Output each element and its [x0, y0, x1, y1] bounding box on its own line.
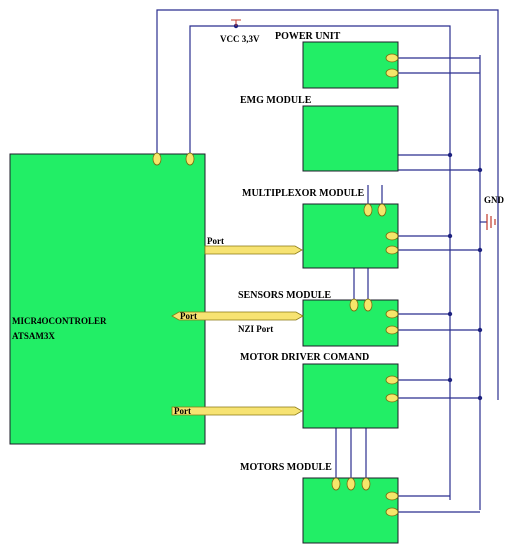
port-sensors-arrow: Port NZI Port [171, 311, 304, 334]
port-arrow-bidirectional [171, 311, 304, 321]
sensors-pin-top1 [349, 298, 359, 312]
sensors-pin-right2 [385, 325, 399, 335]
port-driver-label: Port [174, 406, 191, 416]
sensors-pin-right1 [385, 309, 399, 319]
port-driver-arrow: Port [171, 406, 303, 416]
module-power-unit: POWER UNIT [275, 31, 399, 89]
junction-emg-vcc [447, 152, 453, 158]
multiplexor-pin-right2 [385, 245, 399, 255]
junction-sensors-gnd [477, 327, 483, 333]
motor-driver-pin1 [385, 375, 399, 385]
junction-mux-vcc [447, 233, 453, 239]
motor-driver-box [302, 363, 399, 429]
multiplexor-label: MULTIPLEXOR MODULE [242, 188, 364, 199]
multiplexor-pin-top1 [363, 203, 373, 217]
vcc-icon [231, 19, 241, 26]
sensors-pin-top2 [363, 298, 373, 312]
module-motors: MOTORS MODULE [240, 462, 399, 544]
port-arrow-right-2 [171, 406, 303, 416]
motors-label: MOTORS MODULE [240, 462, 332, 473]
vcc-label: VCC 3,3V [220, 34, 260, 44]
sensors-label: SENSORS MODULE [238, 290, 331, 301]
power-unit-pin2 [385, 68, 399, 78]
port-sensors-note: NZI Port [238, 324, 273, 334]
motors-pin-right2 [385, 507, 399, 517]
multiplexor-pin-top2 [377, 203, 387, 217]
junction-driver-gnd [477, 395, 483, 401]
microcontroller-box [9, 153, 206, 445]
module-sensors: SENSORS MODULE [238, 290, 399, 347]
port-sensors-label: Port [180, 311, 197, 321]
junction-driver-vcc [447, 377, 453, 383]
gnd-label: GND [484, 195, 505, 205]
motor-driver-label: MOTOR DRIVER COMAND [240, 352, 369, 363]
multiplexor-pin-right1 [385, 231, 399, 241]
power-unit-box [302, 41, 399, 89]
module-emg: EMG MODULE [240, 95, 399, 172]
emg-module-label: EMG MODULE [240, 95, 312, 106]
emg-module-box [302, 105, 399, 172]
gnd-symbol: GND [484, 195, 505, 230]
controller-name: MICR4OCONTROLER [12, 316, 107, 326]
port-mux-arrow: Port [204, 236, 303, 255]
microcontroller-block: MICR4OCONTROLER ATSAM3X [9, 152, 206, 445]
controller-model: ATSAM3X [12, 331, 55, 341]
module-multiplexor: MULTIPLEXOR MODULE [242, 188, 399, 269]
port-mux-label: Port [207, 236, 224, 246]
wires [156, 9, 499, 513]
controller-pin-vcc-inner [185, 152, 195, 166]
junction-emg-gnd [477, 167, 483, 173]
motors-pin-top1 [331, 477, 341, 491]
ground-icon [486, 214, 496, 230]
controller-pin-vcc-outer [152, 152, 162, 166]
power-unit-label: POWER UNIT [275, 31, 341, 42]
wire-vcc-inner [189, 25, 451, 500]
motors-pin-right1 [385, 491, 399, 501]
motors-pin-top2 [346, 477, 356, 491]
wire-vcc-outer [156, 9, 499, 400]
vcc-symbol: VCC 3,3V [220, 19, 260, 44]
junction-mux-gnd [477, 247, 483, 253]
motor-driver-pin2 [385, 393, 399, 403]
module-motor-driver: MOTOR DRIVER COMAND [240, 352, 399, 429]
junction-sensors-vcc [447, 311, 453, 317]
power-unit-pin1 [385, 53, 399, 63]
motors-pin-top3 [361, 477, 371, 491]
port-arrow-right [204, 245, 303, 255]
